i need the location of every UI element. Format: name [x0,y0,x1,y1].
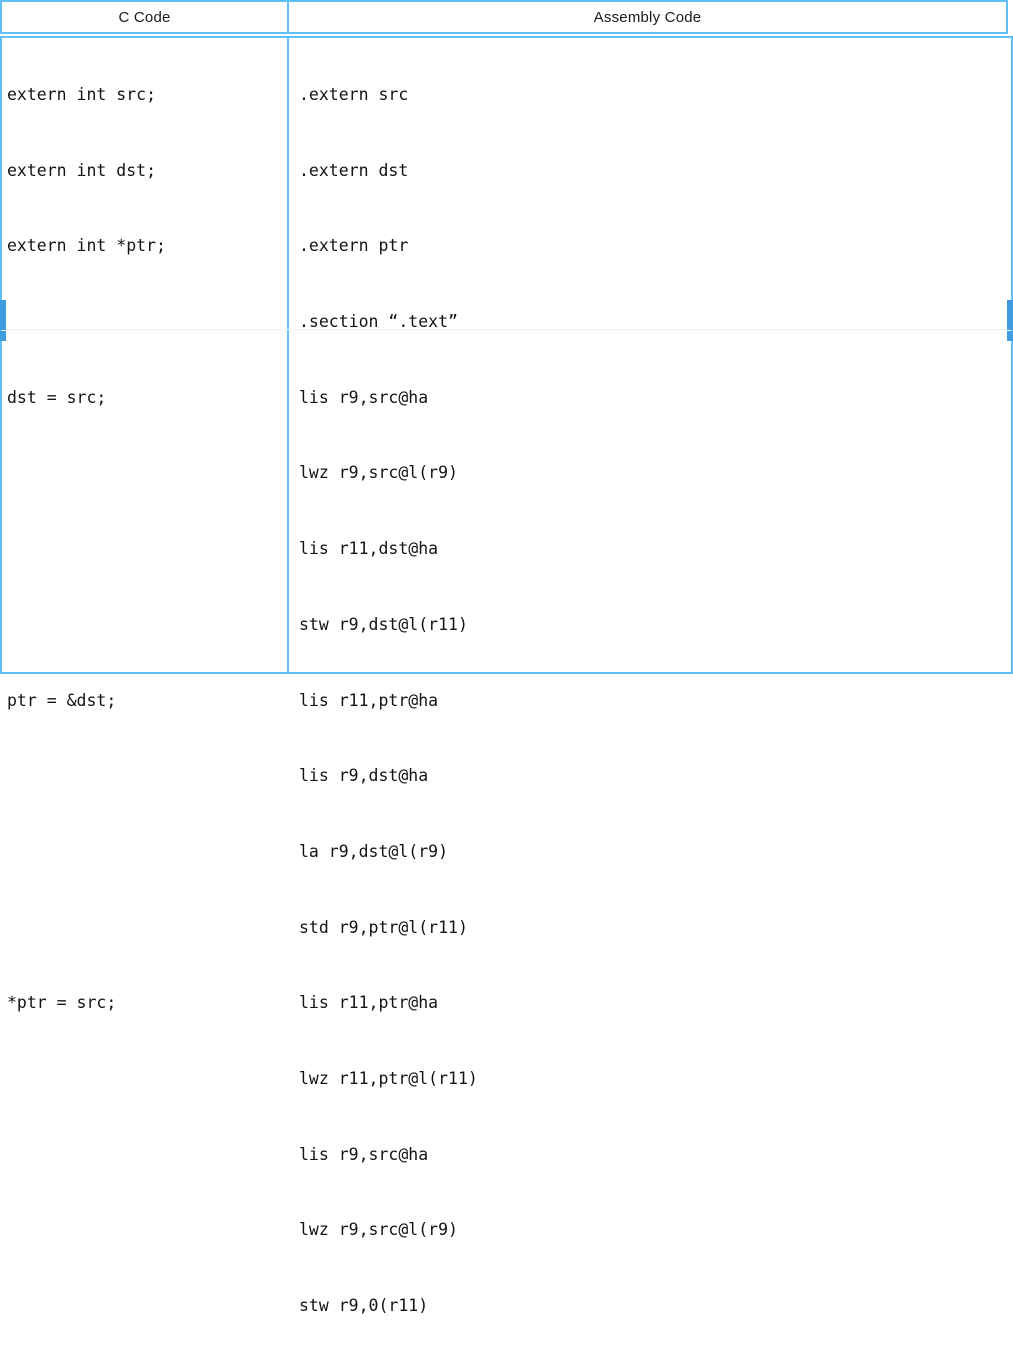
column-header-assembly-code: Assembly Code [289,2,1006,32]
c-code-line [7,833,287,871]
assembly-code-line: lis r11,ptr@ha [299,682,1011,720]
c-code-line: extern int dst; [7,152,287,190]
c-code-cell: extern int src; extern int dst; extern i… [2,38,287,672]
assembly-code-line: .extern src [299,76,1011,114]
code-comparison-table: C Code Assembly Code extern int src; ext… [0,0,1013,676]
assembly-code-line: lwz r9,src@l(r9) [299,1211,1011,1249]
assembly-code-line: stw r9,0(r11) [299,1287,1011,1325]
assembly-code-line: lis r9,src@ha [299,1136,1011,1174]
c-code-line [7,1211,287,1249]
c-code-line: *ptr = src; [7,984,287,1022]
assembly-code-line: stw r9,dst@l(r11) [299,606,1011,644]
c-code-line [7,757,287,795]
assembly-code-line: lwz r9,src@l(r9) [299,454,1011,492]
c-code-line: extern int src; [7,76,287,114]
assembly-code-line: lis r11,dst@ha [299,530,1011,568]
assembly-code-line: .section “.text” [299,303,1011,341]
table-header-row: C Code Assembly Code [0,0,1008,34]
assembly-code-line: .extern ptr [299,227,1011,265]
table-column-divider [287,38,289,672]
assembly-code-line: .extern dst [299,152,1011,190]
table-body: extern int src; extern int dst; extern i… [0,36,1013,674]
column-header-c-code: C Code [2,2,289,32]
assembly-code-line: lwz r11,ptr@l(r11) [299,1060,1011,1098]
c-code-line [7,303,287,341]
assembly-code-line: lis r9,src@ha [299,379,1011,417]
c-code-line: dst = src; [7,379,287,417]
assembly-code-line: lis r9,dst@ha [299,757,1011,795]
c-code-line [7,909,287,947]
c-code-line [7,1060,287,1098]
c-code-line [7,530,287,568]
assembly-code-cell: .extern src .extern dst .extern ptr .sec… [295,38,1011,672]
c-code-line [7,606,287,644]
assembly-code-line: std r9,ptr@l(r11) [299,909,1011,947]
c-code-line [7,454,287,492]
c-code-line: extern int *ptr; [7,227,287,265]
c-code-line [7,1136,287,1174]
c-code-line: ptr = &dst; [7,682,287,720]
assembly-code-line: lis r11,ptr@ha [299,984,1011,1022]
c-code-line [7,1287,287,1325]
assembly-code-line: la r9,dst@l(r9) [299,833,1011,871]
